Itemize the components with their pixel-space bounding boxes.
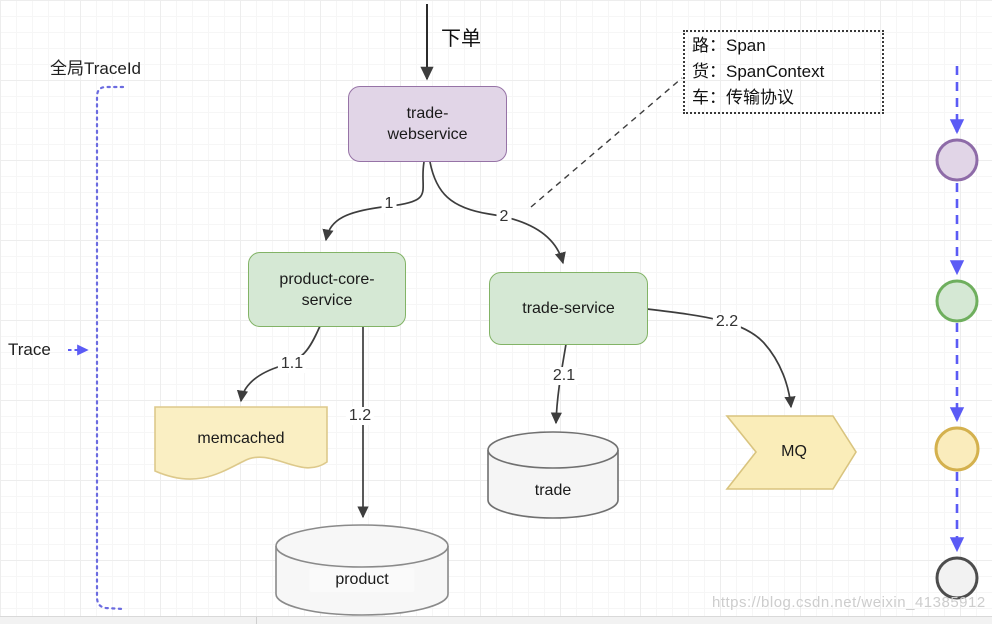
memcached-shape: [154, 406, 328, 480]
edge-2-2-label: 2.2: [712, 313, 742, 331]
order-label: 下单: [441, 28, 481, 50]
bottom-bar: [0, 616, 992, 624]
timeline-node-yellow: [934, 426, 980, 472]
timeline-node-purple: [935, 138, 979, 182]
annotation-box: 路：Span 货：SpanContext 车：传输协议: [683, 30, 884, 114]
edge-2: [429, 161, 566, 265]
product-db-label: product: [309, 568, 415, 592]
edge-1-label: 1: [381, 195, 397, 213]
trade-db-cylinder-top: [487, 431, 619, 469]
memcached-label: memcached: [197, 430, 285, 447]
trade-db-label: trade: [534, 482, 572, 499]
mq-label: MQ: [781, 443, 807, 460]
node-product-core-service-line1: product-core-: [279, 270, 375, 288]
bottom-bar-divider: [256, 617, 257, 624]
annotation-line-1: 路：Span: [692, 36, 766, 55]
product-db-cylinder-top: [275, 524, 449, 568]
edge-1: [322, 161, 425, 242]
node-trade-webservice-line2: webservice: [387, 126, 468, 143]
node-trade-service: trade-service: [489, 272, 648, 345]
mq-shape: [725, 415, 857, 490]
node-trade-webservice-line1: trade-: [406, 105, 449, 122]
trace-label: Trace: [8, 340, 51, 359]
timeline-node-green: [935, 279, 979, 323]
timeline-node-gray: [935, 556, 979, 600]
annotation-line-3: 车：传输协议: [692, 88, 794, 107]
edge-2-2: [646, 308, 796, 409]
annotation-connector: [530, 77, 683, 208]
trace-bracket: [95, 85, 125, 611]
watermark: https://blog.csdn.net/weixin_41385912: [712, 594, 986, 611]
edge-2-1-label: 2.1: [549, 367, 579, 385]
trade-db-cylinder-body: [487, 450, 619, 519]
node-trade-webservice: trade- webservice: [348, 86, 507, 162]
node-product-core-service-line2: service: [301, 291, 353, 309]
global-traceid-label: 全局TraceId: [50, 59, 142, 78]
edge-1-1-label: 1.1: [277, 355, 307, 373]
edge-2-label: 2: [496, 208, 512, 226]
node-trade-service-label: trade-service: [522, 300, 615, 317]
annotation-line-2: 货：SpanContext: [692, 62, 825, 81]
node-product-core-service: product-core- service: [248, 252, 406, 327]
edge-1-2-label: 1.2: [345, 407, 375, 425]
